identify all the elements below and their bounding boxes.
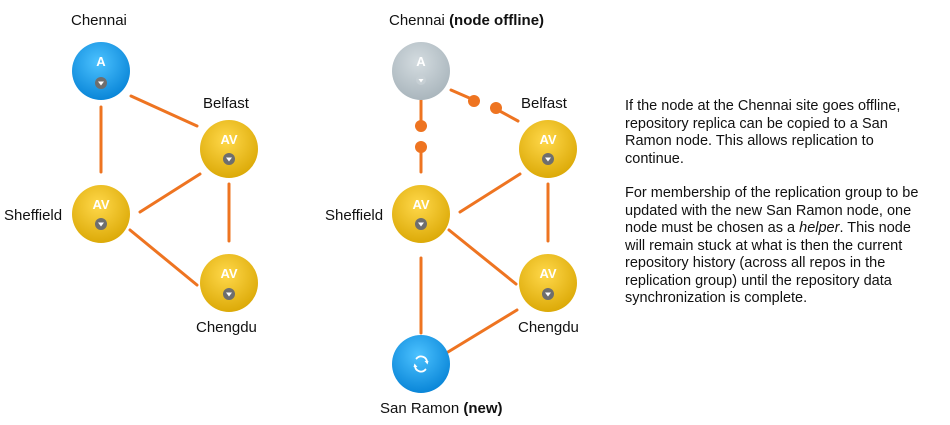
svg-text:A: A [96, 54, 106, 69]
edge-chengdu-sanramon [446, 308, 519, 354]
break-dot [490, 102, 502, 114]
offline-status: (node offline) [449, 12, 545, 29]
node-label-belfast: Belfast [521, 95, 567, 112]
svg-text:AV: AV [539, 132, 556, 147]
node-label-sheffield: Sheffield [4, 207, 63, 224]
description-p2-start: For membership of the replication group … [625, 185, 919, 236]
edge-chennai-belfast [129, 94, 199, 128]
svg-text:AV: AV [412, 197, 429, 212]
node-label-sheffield: Sheffield [325, 207, 384, 224]
svg-text:AV: AV [539, 266, 556, 281]
svg-text:A: A [416, 54, 426, 69]
svg-text:AV: AV [220, 132, 237, 147]
node-belfast-left[interactable]: AV [200, 120, 258, 178]
edge-sheffield-chengdu [128, 228, 199, 287]
node-label-sanramon-name: San Ramon [380, 400, 460, 417]
description-p2-end: . This node will remain stuck at what is… [625, 220, 911, 306]
edge-belfast-sheffield [138, 172, 202, 214]
break-dot [415, 120, 427, 132]
node-chennai-left[interactable]: A [72, 42, 130, 100]
node-sheffield-right[interactable]: AV [392, 185, 450, 243]
node-label-sanramon: San Ramon (new) [380, 400, 503, 418]
node-label-chengdu: Chengdu [518, 319, 579, 336]
description-paragraph-2: For membership of the replication group … [625, 185, 925, 308]
node-label-chennai-name: Chennai [389, 12, 445, 29]
description-text: If the node at the Chennai site goes off… [625, 98, 925, 325]
break-dot [468, 95, 480, 107]
node-label-chennai: Chennai [71, 12, 127, 29]
node-belfast-right[interactable]: AV [519, 120, 577, 178]
description-paragraph-1: If the node at the Chennai site goes off… [625, 98, 901, 167]
edge-sheffield-chengdu [447, 228, 518, 286]
node-chengdu-left[interactable]: AV [200, 254, 258, 312]
broken-link-dots [415, 95, 502, 153]
node-chengdu-right[interactable]: AV [519, 254, 577, 312]
new-status: (new) [463, 400, 503, 417]
edge-belfast-sheffield [458, 172, 522, 214]
node-chennai-offline[interactable]: A [392, 42, 450, 100]
node-label-belfast: Belfast [203, 95, 249, 112]
node-label-chengdu: Chengdu [196, 319, 257, 336]
description-p2-emphasis: helper [799, 220, 840, 236]
node-sanramon-new[interactable] [392, 335, 450, 393]
svg-text:AV: AV [220, 266, 237, 281]
svg-text:AV: AV [92, 197, 109, 212]
break-dot [415, 141, 427, 153]
node-label-chennai-offline: Chennai (node offline) [389, 12, 544, 30]
left-edges [99, 94, 231, 287]
node-sheffield-left[interactable]: AV [72, 185, 130, 243]
